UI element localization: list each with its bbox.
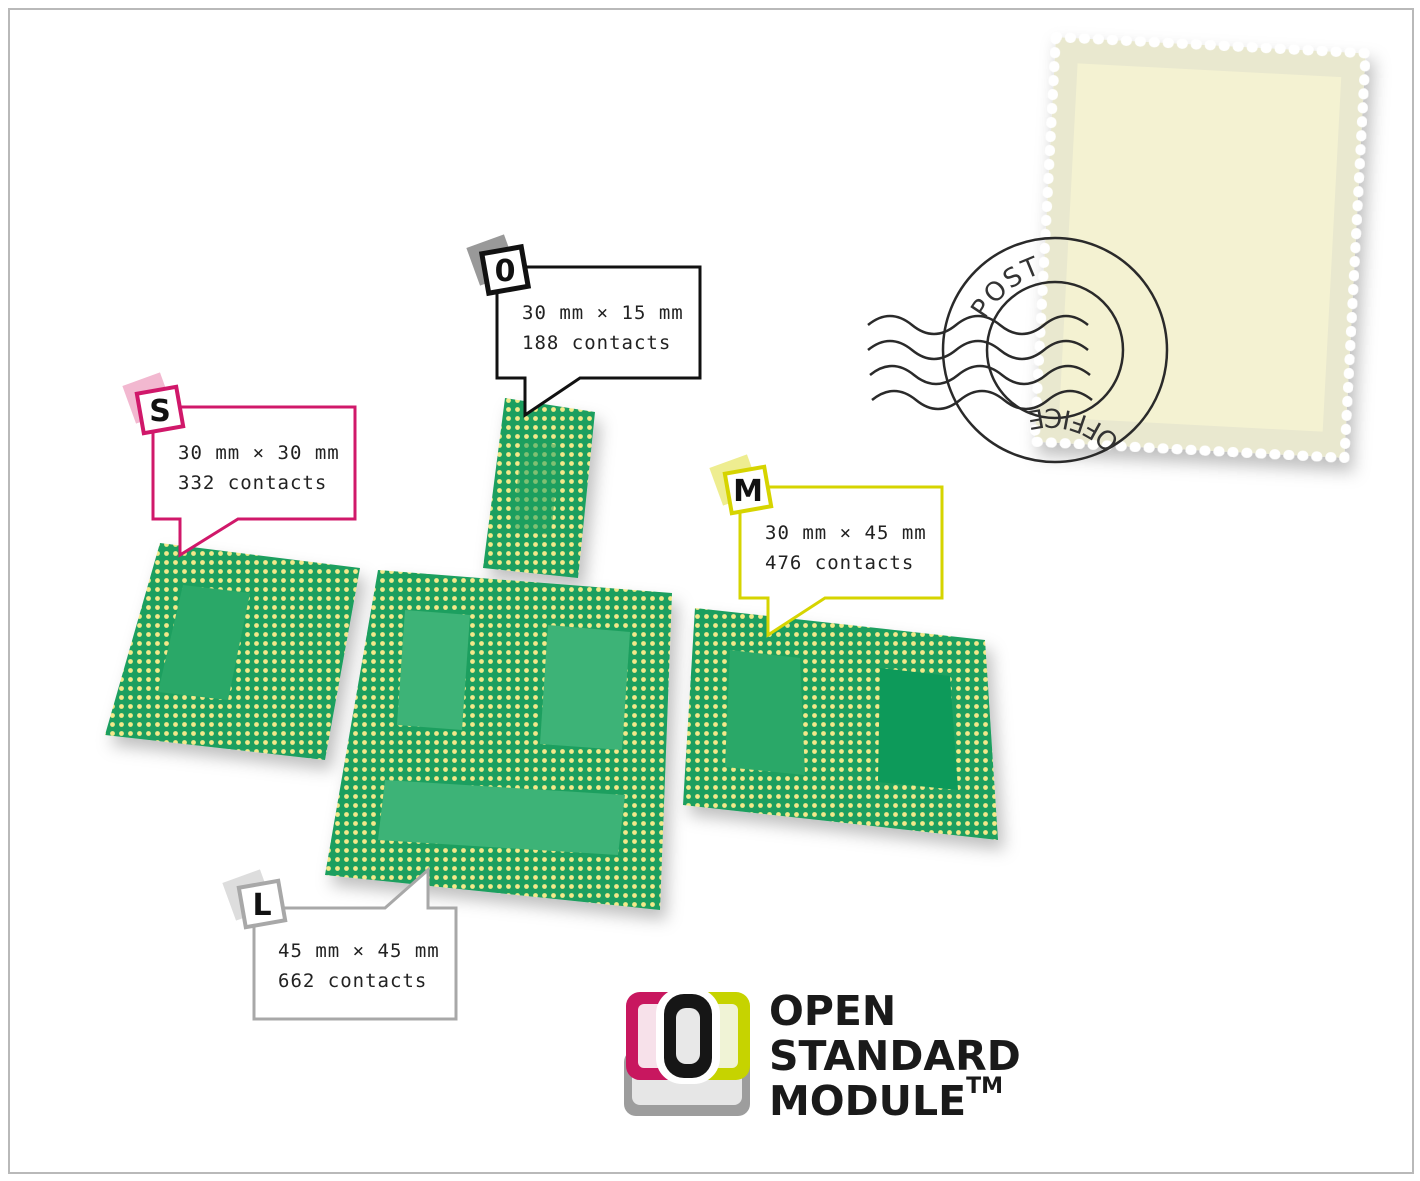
module-o-board bbox=[483, 398, 595, 578]
callout-m-size: 30 mm × 45 mm bbox=[765, 522, 927, 544]
module-l-board bbox=[325, 570, 672, 910]
badge-s: S bbox=[149, 394, 171, 429]
callout-m: M 30 mm × 45 mm 476 contacts bbox=[709, 454, 944, 638]
logo-line-2: STANDARD bbox=[769, 1032, 1021, 1080]
callout-s: S 30 mm × 30 mm 332 contacts bbox=[122, 372, 357, 558]
module-m-board bbox=[683, 608, 998, 840]
callout-o: 0 30 mm × 15 mm 188 contacts bbox=[466, 234, 702, 418]
callout-s-contacts: 332 contacts bbox=[178, 472, 327, 494]
callout-l: L 45 mm × 45 mm 662 contacts bbox=[222, 866, 458, 1021]
logo-line-1: OPEN bbox=[769, 987, 896, 1035]
callout-o-size: 30 mm × 15 mm bbox=[522, 302, 684, 324]
logo-line-3: MODULETM bbox=[769, 1074, 1003, 1125]
badge-m: M bbox=[733, 474, 763, 509]
callout-m-contacts: 476 contacts bbox=[765, 552, 914, 574]
image-frame bbox=[8, 8, 1414, 1174]
postage-stamp bbox=[1029, 31, 1371, 464]
badge-l: L bbox=[252, 888, 271, 923]
callout-s-size: 30 mm × 30 mm bbox=[178, 442, 340, 464]
postmark-top-text: POST bbox=[966, 251, 1046, 324]
module-s-board bbox=[105, 543, 360, 760]
open-standard-module-logo: OPEN STANDARD MODULETM bbox=[624, 987, 1021, 1125]
callout-l-contacts: 662 contacts bbox=[278, 970, 427, 992]
callout-l-size: 45 mm × 45 mm bbox=[278, 940, 440, 962]
callout-o-contacts: 188 contacts bbox=[522, 332, 671, 354]
badge-o: 0 bbox=[495, 254, 516, 289]
postmark bbox=[867, 236, 1169, 464]
